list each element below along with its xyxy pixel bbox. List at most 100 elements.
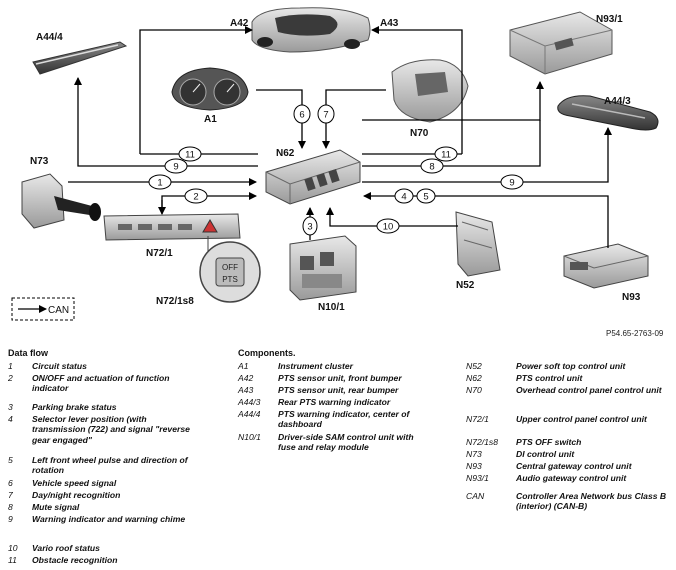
- signal-marker-7: 7: [317, 104, 335, 124]
- label-n70: N70: [410, 128, 429, 139]
- dataflow-key: 4: [8, 414, 13, 424]
- signal-marker-2: 2: [184, 188, 208, 204]
- component-text: PTS warning indicator, center of dashboa…: [278, 409, 410, 430]
- signal-marker-6: 6: [293, 104, 311, 124]
- label-n73: N73: [30, 156, 49, 167]
- label-a44-3: A44/3: [604, 96, 631, 107]
- dataflow-key: 2: [8, 373, 13, 383]
- n72-1-upper-control-panel-image: [103, 213, 241, 241]
- component-key: N52: [466, 361, 482, 371]
- component-text: Rear PTS warning indicator: [278, 397, 391, 407]
- component-key: N93/1: [466, 473, 489, 483]
- dataflow-key: 10: [8, 543, 18, 553]
- component-text: Upper control panel control unit: [516, 414, 647, 424]
- component-key: N73: [466, 449, 482, 459]
- label-n62: N62: [276, 148, 295, 159]
- component-text: Instrument cluster: [278, 361, 353, 371]
- component-key: A44/3: [238, 397, 261, 407]
- component-key: N72/1: [466, 414, 489, 424]
- component-key: N62: [466, 373, 482, 383]
- n93-1-audio-gateway-image: [509, 11, 613, 75]
- n73-di-control-unit-image: [21, 173, 101, 229]
- system-diagram: OFF PTS: [11, 7, 664, 338]
- dataflow-text: ON/OFF and actuation of function indicat…: [32, 373, 170, 394]
- svg-text:8: 8: [429, 162, 434, 173]
- n52-power-soft-top-image: [455, 211, 501, 277]
- dataflow-text: Vario roof status: [32, 543, 100, 553]
- component-labels: A44/4 A42 A43 N93/1 A1 N70 A44/3 N62 N73…: [30, 14, 641, 313]
- component-key: A1: [238, 361, 249, 371]
- component-text: Controller Area Network bus Class B (int…: [516, 491, 667, 512]
- svg-text:4: 4: [401, 192, 406, 203]
- component-text: Audio gateway control unit: [516, 473, 627, 483]
- component-text: Power soft top control unit: [516, 361, 626, 371]
- signal-marker-3: 3: [302, 216, 318, 236]
- signal-marker-1: 1: [148, 174, 172, 190]
- component-text: Driver-side SAM control unit with fuse a…: [278, 432, 414, 453]
- reference-code: P54.65-2763-09: [606, 329, 664, 338]
- can-legend-label: CAN: [48, 305, 69, 316]
- component-text: PTS control unit: [516, 373, 583, 383]
- component-key: N70: [466, 385, 482, 395]
- component-key: A42: [238, 373, 254, 383]
- component-key: N10/1: [238, 432, 261, 442]
- component-text: Overhead control panel control unit: [516, 385, 662, 395]
- dataflow-text: Day/night recognition: [32, 490, 121, 500]
- label-a43: A43: [380, 18, 399, 29]
- component-key: A44/4: [238, 409, 261, 419]
- switch-text-pts: PTS: [222, 275, 238, 284]
- n93-central-gateway-image: [563, 243, 649, 289]
- svg-text:9: 9: [173, 162, 178, 173]
- svg-text:2: 2: [193, 192, 198, 203]
- a44-4-indicator-image: [32, 41, 128, 75]
- label-a44-4: A44/4: [36, 32, 63, 43]
- components-title: Components.: [238, 348, 296, 358]
- label-n93: N93: [622, 292, 641, 303]
- signal-marker-11-right: 11: [434, 146, 458, 162]
- n62-pts-control-unit-image: [265, 149, 361, 205]
- switch-text-off: OFF: [222, 263, 238, 272]
- component-text: PTS sensor unit, rear bumper: [278, 385, 399, 395]
- dataflow-text: Mute signal: [32, 502, 80, 512]
- dataflow-text: Obstacle recognition: [32, 555, 118, 565]
- signal-marker-8: 8: [420, 158, 444, 174]
- signal-marker-10: 10: [376, 218, 400, 234]
- dataflow-key: 11: [8, 555, 17, 565]
- signal-marker-5: 5: [416, 188, 436, 204]
- dataflow-text: Left front wheel pulse and direction of …: [32, 455, 188, 476]
- dataflow-key: 6: [8, 478, 13, 488]
- dataflow-text: Circuit status: [32, 361, 87, 371]
- svg-text:11: 11: [441, 150, 451, 161]
- signal-marker-9-left: 9: [164, 158, 188, 174]
- svg-text:10: 10: [383, 222, 394, 233]
- label-n52: N52: [456, 280, 475, 291]
- a44-3-rear-indicator-image: [557, 95, 659, 131]
- dataflow-key: 1: [8, 361, 13, 371]
- component-key: A43: [238, 385, 254, 395]
- signal-markers: 11 9 1 2 6 7 11 8 9 4 5 3 10: [148, 104, 524, 236]
- signal-marker-9-right: 9: [500, 174, 524, 190]
- component-key: CAN: [466, 491, 485, 501]
- label-n10-1: N10/1: [318, 302, 345, 313]
- svg-text:9: 9: [509, 178, 514, 189]
- signal-marker-11-left: 11: [178, 146, 202, 162]
- n70-overhead-panel-image: [391, 59, 469, 123]
- component-text: DI control unit: [516, 449, 575, 459]
- car-image: [251, 7, 371, 53]
- dataflow-text: Selector lever position (with transmissi…: [32, 414, 190, 445]
- component-text: PTS OFF switch: [516, 437, 582, 447]
- signal-marker-4: 4: [394, 188, 414, 204]
- svg-text:11: 11: [185, 150, 195, 161]
- can-legend: CAN: [11, 297, 75, 321]
- a1-instrument-cluster-image: [171, 67, 249, 111]
- component-text: Central gateway control unit: [516, 461, 632, 471]
- pts-off-switch-zoom-image: OFF PTS: [199, 236, 261, 303]
- label-a1: A1: [204, 114, 217, 125]
- dataflow-key: 5: [8, 455, 13, 465]
- dataflow-text: Parking brake status: [32, 402, 117, 412]
- dataflow-key: 8: [8, 502, 13, 512]
- dataflow-text: Vehicle speed signal: [32, 478, 117, 488]
- dataflow-text: Warning indicator and warning chime: [32, 514, 186, 524]
- label-a42: A42: [230, 18, 249, 29]
- dataflow-key: 3: [8, 402, 13, 412]
